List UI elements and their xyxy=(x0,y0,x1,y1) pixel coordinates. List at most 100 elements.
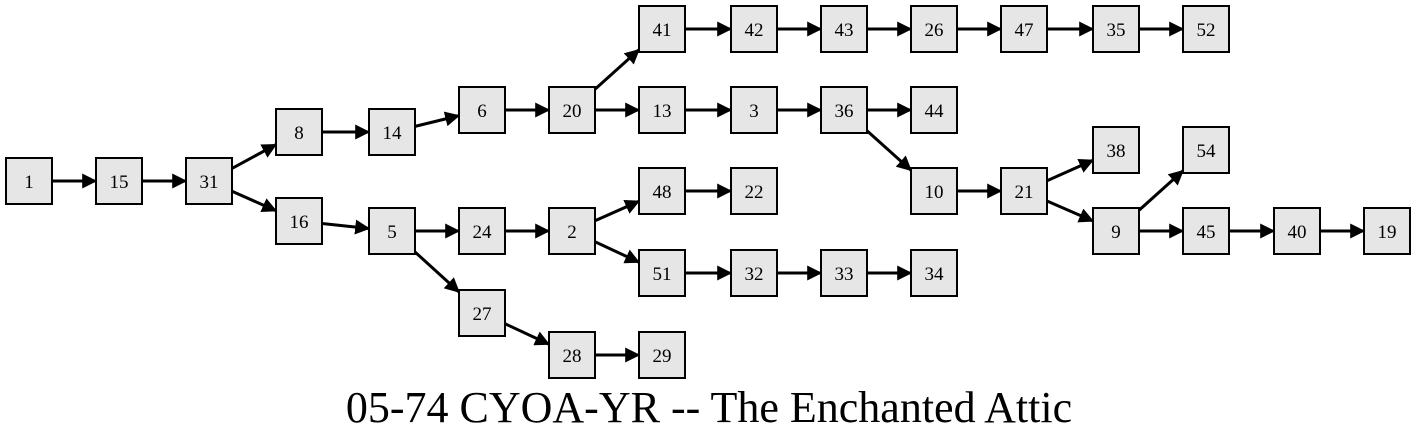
node-box xyxy=(1092,126,1140,174)
node-label: 34 xyxy=(925,264,945,285)
node-40: 40 xyxy=(1273,207,1321,255)
node-box xyxy=(910,86,958,134)
node-box xyxy=(5,157,53,205)
node-24: 24 xyxy=(458,207,506,255)
node-label: 13 xyxy=(653,101,672,122)
node-box xyxy=(638,5,686,53)
node-label: 38 xyxy=(1107,141,1126,162)
node-47: 47 xyxy=(1000,5,1048,53)
node-label: 51 xyxy=(653,264,672,285)
node-label: 2 xyxy=(567,222,577,243)
node-label: 14 xyxy=(383,123,403,144)
node-box xyxy=(1182,126,1230,174)
node-1: 1 xyxy=(5,157,53,205)
edge-2-51 xyxy=(594,240,641,264)
edge-5-27 xyxy=(413,250,461,294)
node-box xyxy=(95,157,143,205)
node-label: 16 xyxy=(290,212,309,233)
node-box xyxy=(638,86,686,134)
node-34: 34 xyxy=(910,249,958,297)
node-9: 9 xyxy=(1092,207,1140,255)
node-16: 16 xyxy=(275,197,323,245)
node-45: 45 xyxy=(1182,207,1230,255)
node-label: 35 xyxy=(1107,20,1126,41)
node-29: 29 xyxy=(638,331,686,379)
node-box xyxy=(820,5,868,53)
node-box xyxy=(458,289,506,337)
node-box xyxy=(1273,207,1321,255)
node-box xyxy=(910,167,958,215)
node-label: 48 xyxy=(653,182,672,203)
node-box xyxy=(1182,5,1230,53)
node-label: 54 xyxy=(1197,141,1217,162)
node-42: 42 xyxy=(730,5,778,53)
node-label: 15 xyxy=(110,172,129,193)
edges xyxy=(52,21,1366,363)
node-box xyxy=(910,249,958,297)
node-21: 21 xyxy=(1000,167,1048,215)
node-3: 3 xyxy=(730,86,778,134)
node-box xyxy=(820,249,868,297)
node-label: 5 xyxy=(387,222,397,243)
node-box xyxy=(1000,167,1048,215)
node-label: 19 xyxy=(1378,222,1397,243)
node-box xyxy=(368,108,416,156)
node-6: 6 xyxy=(458,86,506,134)
graph-title: 05-74 CYOA-YR -- The Enchanted Attic xyxy=(346,383,1072,432)
node-box xyxy=(638,249,686,297)
node-label: 26 xyxy=(925,20,944,41)
node-label: 52 xyxy=(1197,20,1216,41)
edge-31-8 xyxy=(231,143,278,170)
node-box xyxy=(730,167,778,215)
node-48: 48 xyxy=(638,167,686,215)
node-26: 26 xyxy=(910,5,958,53)
node-label: 31 xyxy=(200,172,219,193)
edge-20-41 xyxy=(593,48,641,91)
node-44: 44 xyxy=(910,86,958,134)
node-box xyxy=(1000,5,1048,53)
node-41: 41 xyxy=(638,5,686,53)
node-label: 22 xyxy=(745,182,764,203)
node-label: 43 xyxy=(835,20,854,41)
node-box xyxy=(275,197,323,245)
node-13: 13 xyxy=(638,86,686,134)
node-box xyxy=(548,331,596,379)
node-19: 19 xyxy=(1363,207,1411,255)
node-27: 27 xyxy=(458,289,506,337)
node-38: 38 xyxy=(1092,126,1140,174)
edge-27-28 xyxy=(504,322,551,346)
node-label: 40 xyxy=(1288,222,1307,243)
node-8: 8 xyxy=(275,108,323,156)
node-33: 33 xyxy=(820,249,868,297)
node-10: 10 xyxy=(910,167,958,215)
node-box xyxy=(638,331,686,379)
node-52: 52 xyxy=(1182,5,1230,53)
edge-14-6 xyxy=(414,111,461,128)
node-35: 35 xyxy=(1092,5,1140,53)
node-54: 54 xyxy=(1182,126,1230,174)
node-label: 24 xyxy=(473,222,493,243)
edge-21-9 xyxy=(1046,199,1095,223)
node-label: 28 xyxy=(563,346,582,367)
edge-31-16 xyxy=(231,189,278,213)
node-label: 33 xyxy=(835,264,854,285)
edge-36-10 xyxy=(865,129,913,172)
node-label: 6 xyxy=(477,101,487,122)
node-box xyxy=(458,207,506,255)
node-51: 51 xyxy=(638,249,686,297)
node-label: 29 xyxy=(653,346,672,367)
node-box xyxy=(548,207,596,255)
edge-2-48 xyxy=(594,199,641,223)
node-box xyxy=(368,207,416,255)
node-box xyxy=(185,157,233,205)
node-label: 27 xyxy=(473,304,492,325)
node-15: 15 xyxy=(95,157,143,205)
node-box xyxy=(730,5,778,53)
node-box xyxy=(1092,207,1140,255)
node-label: 44 xyxy=(925,101,945,122)
node-label: 9 xyxy=(1111,222,1121,243)
node-label: 8 xyxy=(294,123,304,144)
node-label: 36 xyxy=(835,101,854,122)
